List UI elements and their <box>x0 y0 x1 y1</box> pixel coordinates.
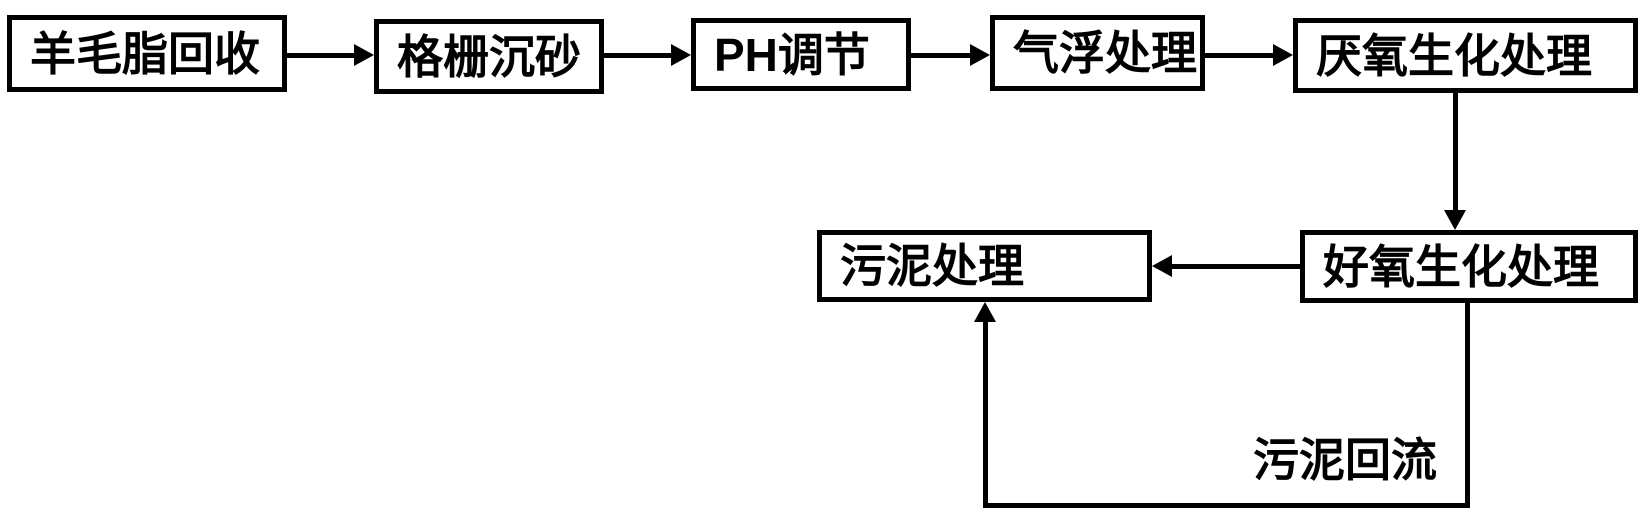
sludge-return-label: 污泥回流 <box>1253 434 1437 486</box>
sludge-return-line-up <box>983 322 988 508</box>
arrow-lanolin-to-grit-line <box>287 53 354 58</box>
arrow-ph-to-flotation-line <box>911 53 970 58</box>
arrow-grit-to-ph-line <box>604 53 671 58</box>
node-air-flotation-label: 气浮处理 <box>1013 27 1197 79</box>
arrow-anaerobic-to-aerobic-line <box>1453 93 1458 210</box>
node-ph-adjustment-label: PH调节 <box>714 28 870 81</box>
arrow-flotation-to-anaerobic-head-icon <box>1273 44 1293 66</box>
node-anaerobic-biotreatment: 厌氧生化处理 <box>1293 18 1638 93</box>
arrow-aerobic-to-sludge-line <box>1172 264 1300 269</box>
node-air-flotation: 气浮处理 <box>990 15 1205 91</box>
arrow-ph-to-flotation-head-icon <box>970 44 990 66</box>
node-aerobic-biotreatment-label: 好氧生化处理 <box>1323 240 1599 293</box>
node-aerobic-biotreatment: 好氧生化处理 <box>1300 230 1638 303</box>
arrow-anaerobic-to-aerobic-head-icon <box>1444 210 1466 230</box>
node-lanolin-recovery-label: 羊毛脂回收 <box>30 27 260 80</box>
node-sludge-treatment: 污泥处理 <box>817 230 1152 302</box>
node-grid-grit-chamber-label: 格栅沉砂 <box>397 30 581 83</box>
arrow-flotation-to-anaerobic-line <box>1205 53 1273 58</box>
node-ph-adjustment: PH调节 <box>691 18 911 91</box>
node-anaerobic-biotreatment-label: 厌氧生化处理 <box>1316 29 1592 82</box>
sludge-return-line-down <box>1465 303 1470 508</box>
arrow-grit-to-ph-head-icon <box>671 44 691 66</box>
sludge-return-head-icon <box>974 302 996 322</box>
node-lanolin-recovery: 羊毛脂回收 <box>7 15 287 92</box>
arrow-aerobic-to-sludge-head-icon <box>1152 255 1172 277</box>
node-grid-grit-chamber: 格栅沉砂 <box>374 19 604 94</box>
sludge-return-line-bottom <box>983 503 1470 508</box>
node-sludge-treatment-label: 污泥处理 <box>840 240 1024 292</box>
arrow-lanolin-to-grit-head-icon <box>354 44 374 66</box>
